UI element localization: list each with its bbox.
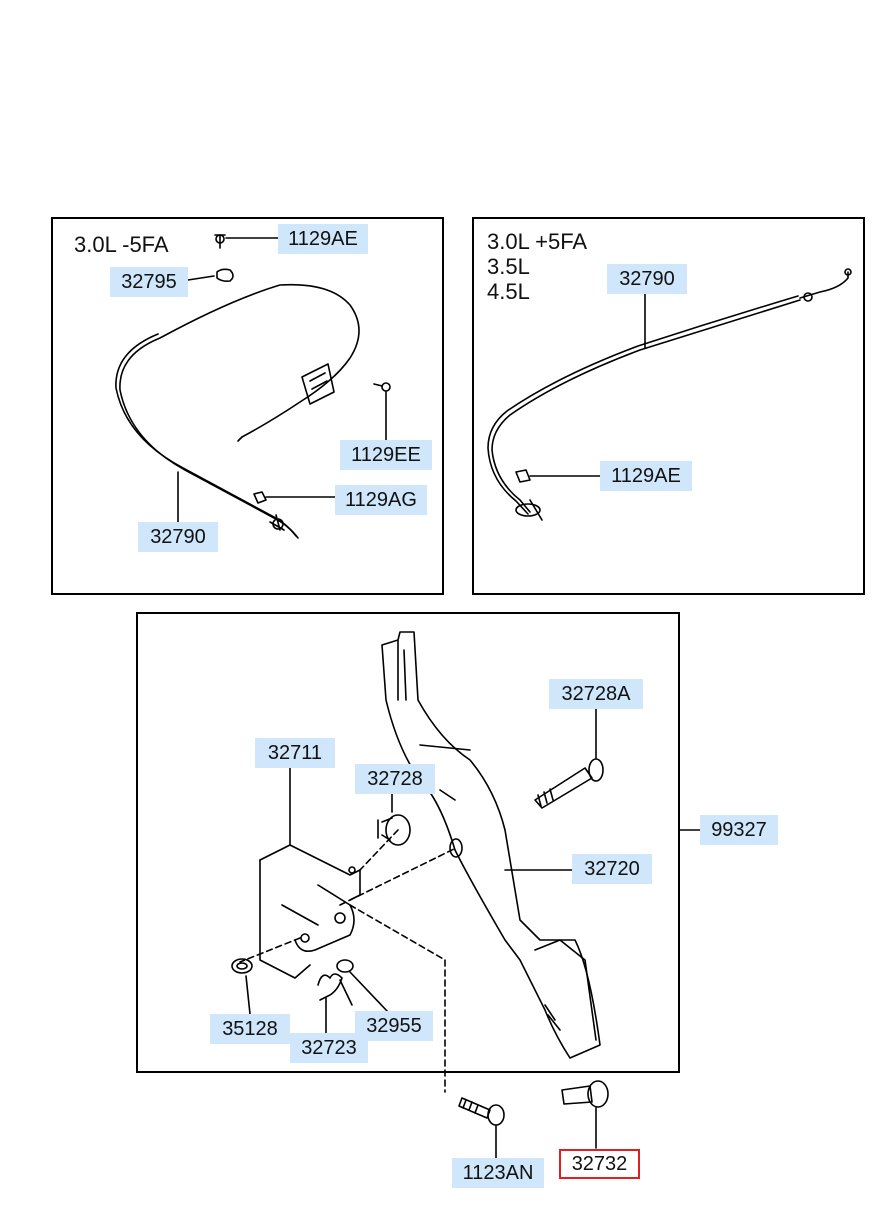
bolt-1129AE-right bbox=[515, 469, 601, 483]
pin-32732 bbox=[561, 1080, 609, 1149]
bolt-1129AG bbox=[253, 491, 336, 504]
bushing-35128 bbox=[231, 958, 253, 1015]
grommet-left bbox=[269, 514, 285, 531]
spec-line: 3.0L +5FA bbox=[487, 229, 588, 254]
part-label-32723[interactable]: 32723 bbox=[290, 1033, 368, 1063]
bolt-1123AN bbox=[458, 1097, 505, 1159]
part-label-32732-highlighted[interactable]: 32732 bbox=[559, 1149, 640, 1179]
part-label-1129AE-left[interactable]: 1129AE bbox=[278, 224, 368, 254]
cable-right-drawing bbox=[487, 268, 852, 515]
part-label-32955[interactable]: 32955 bbox=[355, 1011, 433, 1041]
spec-line: 3.5L bbox=[487, 254, 530, 279]
panel-top-left bbox=[51, 217, 444, 595]
bushing-32955 bbox=[336, 959, 389, 1013]
part-label-32790-left[interactable]: 32790 bbox=[138, 522, 218, 552]
part-label-35128[interactable]: 35128 bbox=[210, 1014, 290, 1044]
part-label-32795[interactable]: 32795 bbox=[110, 267, 188, 297]
part-label-1129AG[interactable]: 1129AG bbox=[335, 485, 427, 515]
part-label-32711[interactable]: 32711 bbox=[255, 738, 335, 768]
clip-32795 bbox=[187, 268, 234, 282]
part-label-1129AE-right[interactable]: 1129AE bbox=[600, 461, 692, 491]
dash-leaders bbox=[239, 829, 457, 1093]
part-label-32790-right[interactable]: 32790 bbox=[607, 264, 687, 294]
spring-32723 bbox=[317, 973, 353, 1036]
spec-line: 4.5L bbox=[487, 279, 530, 304]
bolt-1129EE bbox=[373, 382, 391, 441]
panel-top-right bbox=[472, 217, 865, 595]
part-label-1129EE[interactable]: 1129EE bbox=[340, 440, 432, 470]
bolt-1129AE-left bbox=[214, 234, 279, 249]
part-label-1123AN[interactable]: 1123AN bbox=[452, 1158, 544, 1188]
bolt-32728A bbox=[534, 703, 604, 809]
spec-top-left: 3.0L -5FA bbox=[74, 232, 169, 257]
panel-main bbox=[136, 612, 680, 1073]
part-label-99327[interactable]: 99327 bbox=[700, 815, 778, 845]
part-label-32728A[interactable]: 32728A bbox=[549, 679, 643, 709]
grommet-right bbox=[515, 499, 543, 521]
bracket-plate-left bbox=[301, 363, 335, 405]
part-label-32728[interactable]: 32728 bbox=[355, 764, 435, 794]
spec-top-right: 3.0L +5FA 3.5L 4.5L bbox=[487, 229, 587, 304]
part-label-32720[interactable]: 32720 bbox=[572, 854, 652, 884]
